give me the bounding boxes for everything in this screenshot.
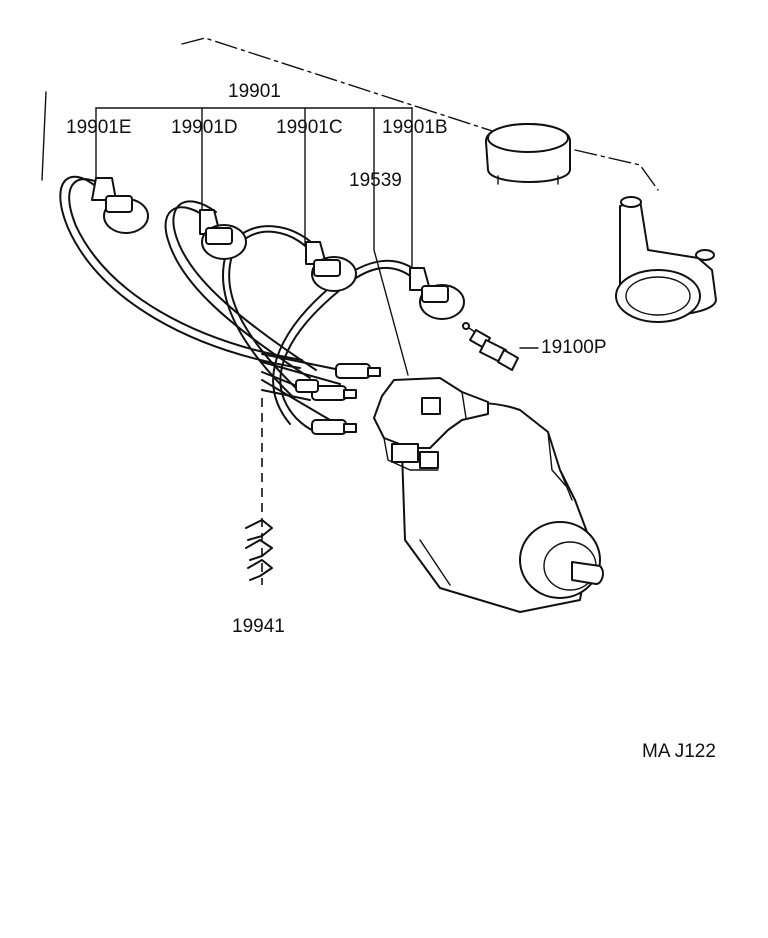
label-cord-c: 19901C	[276, 117, 343, 138]
radiator-cap	[484, 123, 572, 185]
label-cord-b: 19901B	[382, 117, 448, 138]
engine-outline	[41, 37, 659, 191]
label-clamp: 19941	[232, 616, 285, 637]
water-outlet	[615, 196, 717, 323]
distributor-cap	[373, 377, 489, 471]
cord-clamp	[245, 519, 273, 581]
spark-plug	[462, 322, 519, 371]
label-cord-e: 19901E	[66, 117, 132, 138]
cord-bundle	[261, 353, 381, 435]
cord-19901E	[59, 175, 303, 369]
distributor-body	[400, 402, 604, 613]
label-distributor-cap: 19539	[349, 170, 402, 191]
label-diagram-ref: MA J122	[642, 741, 716, 762]
plug-boots	[91, 177, 465, 320]
label-assembly: 19901	[228, 81, 281, 102]
cord-19901D	[164, 200, 317, 379]
label-spark-plug: 19100P	[541, 337, 607, 358]
label-cord-d: 19901D	[171, 117, 238, 138]
callout-leaders	[95, 107, 539, 585]
